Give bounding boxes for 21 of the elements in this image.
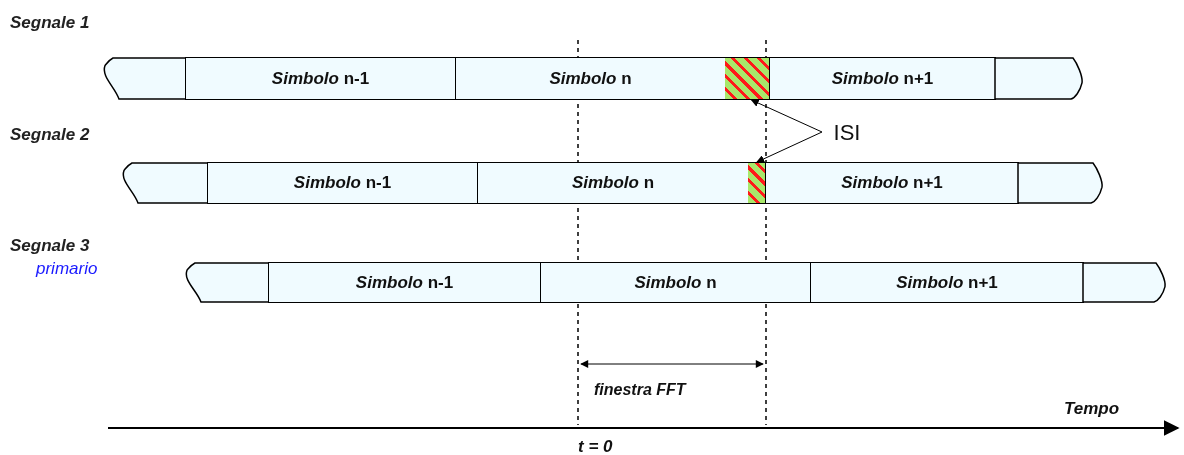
torn-strip-end xyxy=(185,262,269,303)
text-label: Tempo xyxy=(1064,398,1120,420)
symbol-cell: Simbolo n xyxy=(540,262,811,303)
isi-hatched-region xyxy=(748,162,766,204)
text-label: Segnale 1 xyxy=(10,12,90,34)
isi-hatched-region xyxy=(725,57,770,100)
text-label: finestra FFT xyxy=(594,380,686,400)
isi-label: ISI xyxy=(833,118,861,147)
symbol-cell: Simbolo n xyxy=(477,162,749,204)
symbol-cell: Simbolo n xyxy=(455,57,726,100)
leader-line xyxy=(750,99,823,133)
torn-strip-end xyxy=(122,162,208,204)
torn-strip-end xyxy=(1018,162,1103,204)
text-label: t = 0 xyxy=(578,436,613,455)
text-label: Segnale 2 xyxy=(10,124,90,146)
text-label: primario xyxy=(36,258,98,280)
torn-strip-end xyxy=(995,57,1083,100)
torn-strip-end xyxy=(103,57,186,100)
text-label: Segnale 3 xyxy=(10,235,90,257)
torn-strip-end xyxy=(1083,262,1166,303)
leader-line xyxy=(756,131,823,163)
